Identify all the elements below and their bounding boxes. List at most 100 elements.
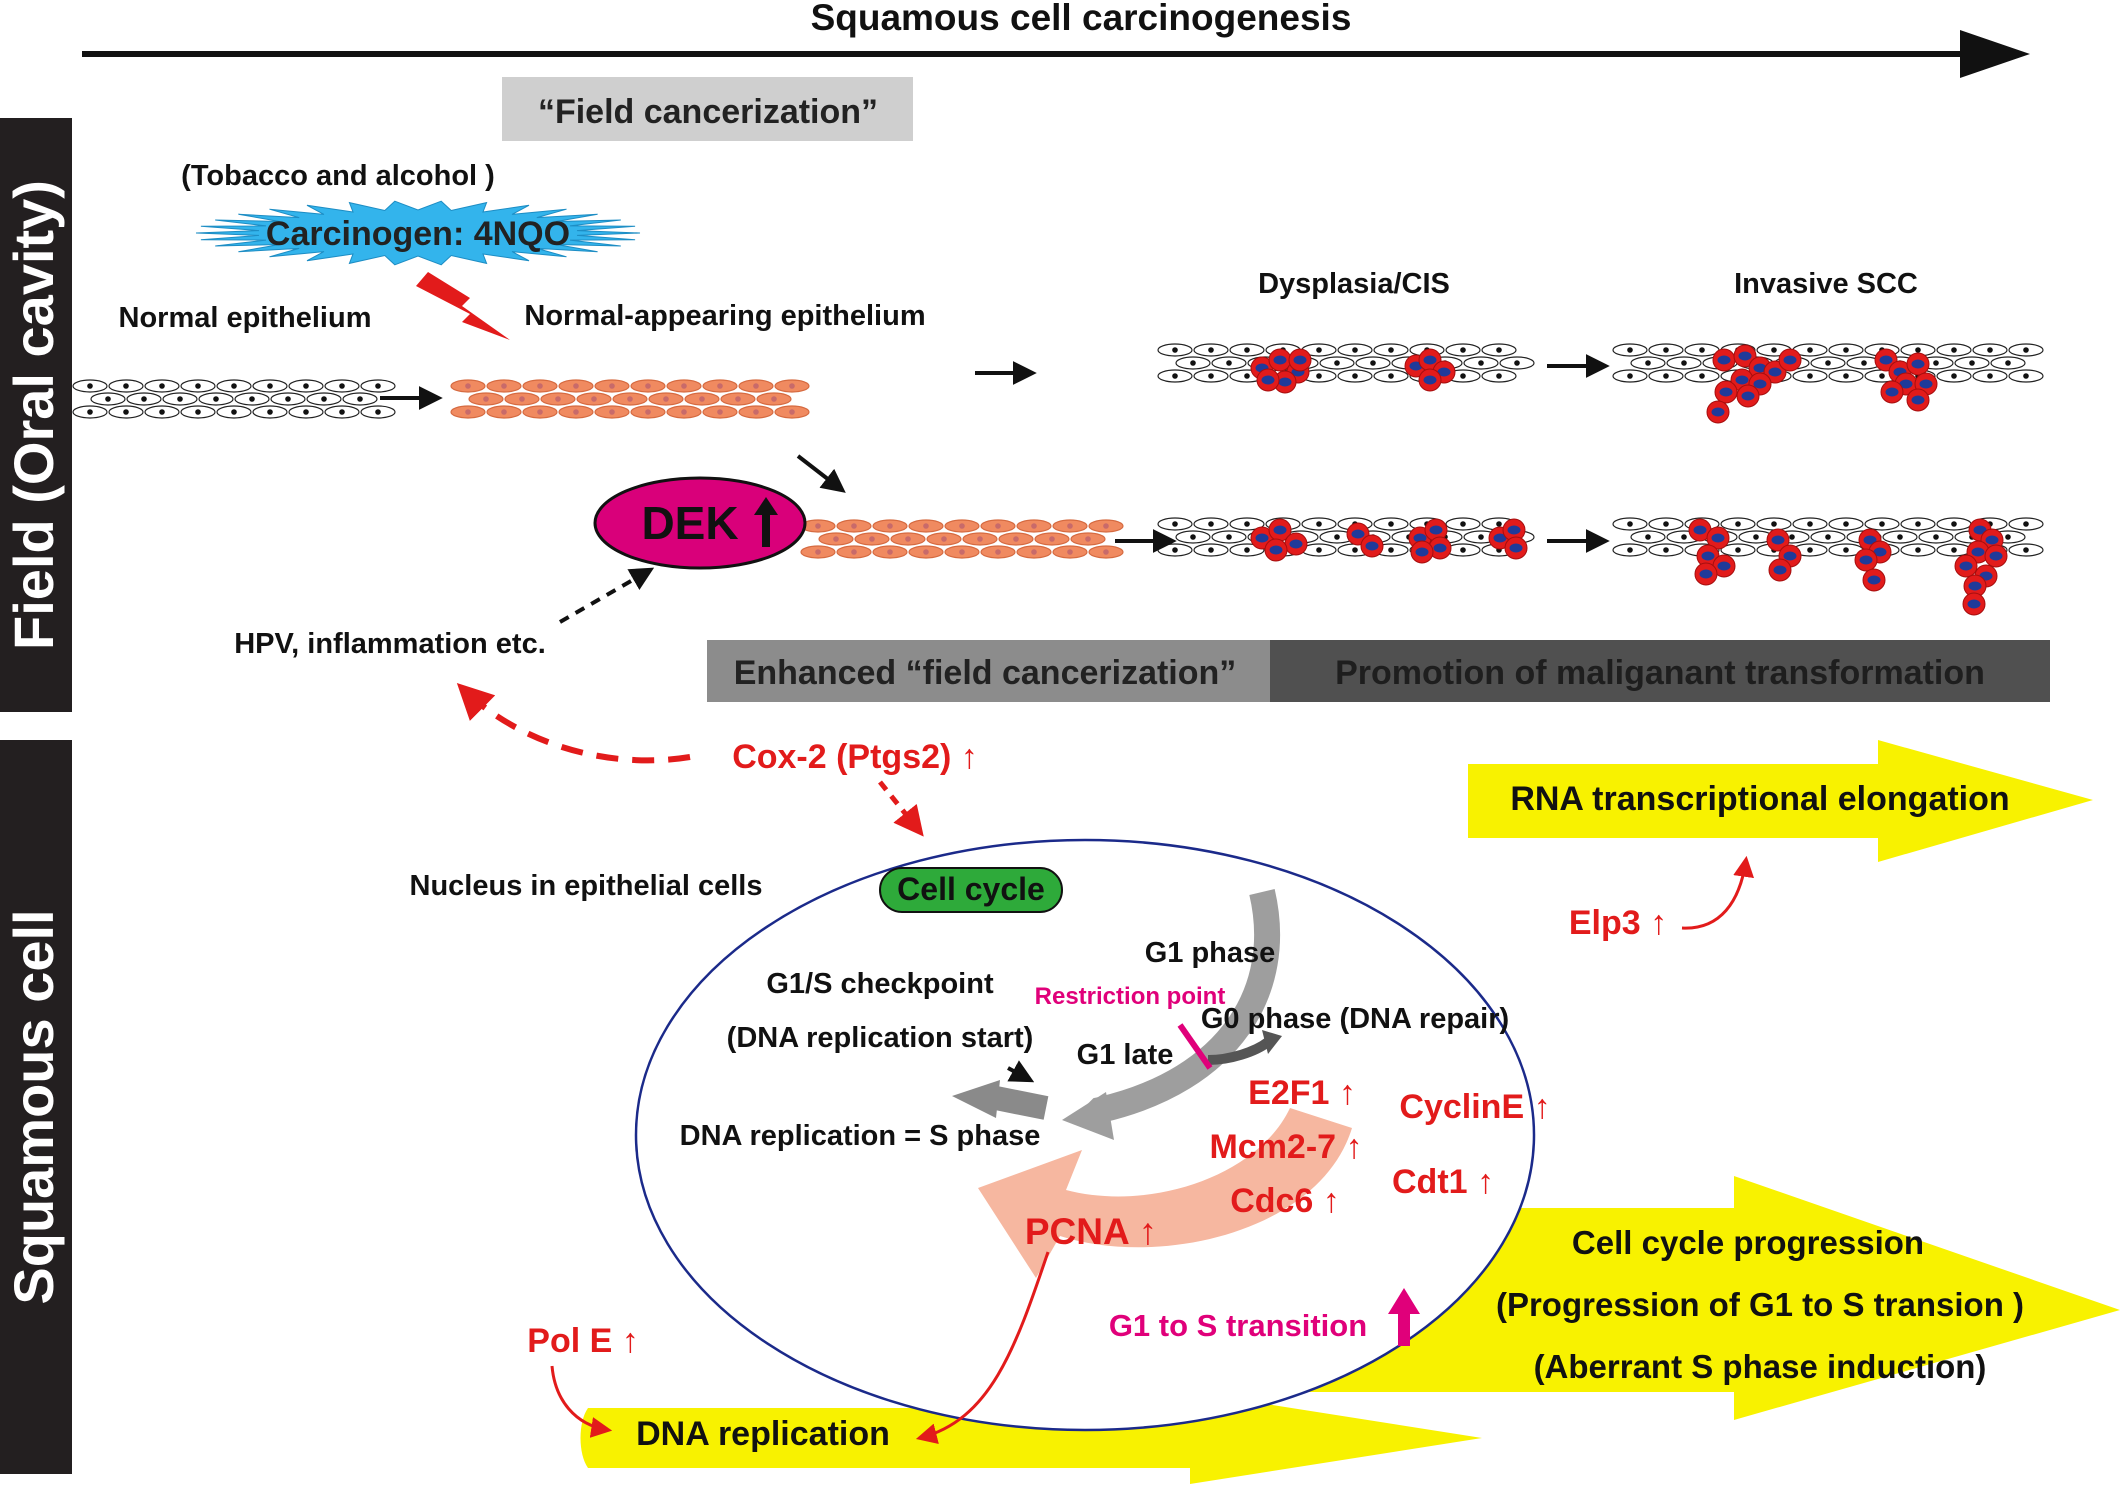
- cell-nucleus-icon: [2023, 521, 2029, 527]
- cell-nucleus-icon: [1031, 523, 1037, 529]
- cell-nucleus-icon: [717, 409, 723, 415]
- s-phase-arrowhead-icon: [952, 1080, 1000, 1118]
- cell-nucleus-icon: [1735, 521, 1741, 527]
- cell-nucleus-icon: [1388, 347, 1394, 353]
- tumor-nucleus-icon: [1919, 379, 1933, 389]
- cell-nucleus-icon: [375, 409, 381, 415]
- cell-nucleus-icon: [1388, 373, 1394, 379]
- carcinogen-name: Carcinogen: 4NQO: [266, 215, 570, 253]
- tumor-nucleus-icon: [1741, 391, 1755, 401]
- cell-nucleus-icon: [833, 536, 839, 542]
- cell-nucleus-icon: [1915, 521, 1921, 527]
- g1-cycle-arrowhead-icon: [1062, 1092, 1114, 1140]
- cell-nucleus-icon: [465, 383, 471, 389]
- field-cancerization-label: “Field cancerization”: [538, 93, 878, 131]
- cell-nucleus-icon: [1388, 547, 1394, 553]
- tumor-nucleus-icon: [1911, 395, 1925, 405]
- cell-nucleus-icon: [1190, 360, 1196, 366]
- cell-nucleus-icon: [1933, 534, 1939, 540]
- cell-nucleus-icon: [1496, 521, 1502, 527]
- tumor-nucleus-icon: [1719, 387, 1733, 397]
- s-phase-label: DNA replication = S phase: [680, 1120, 1041, 1152]
- tumor-nucleus-icon: [1738, 351, 1752, 361]
- cell-nucleus-icon: [1244, 547, 1250, 553]
- cell-nucleus-icon: [591, 396, 597, 402]
- cell-nucleus-icon: [887, 523, 893, 529]
- gene-pcna: PCNA ↑: [1025, 1211, 1157, 1252]
- cell-nucleus-icon: [923, 523, 929, 529]
- banner-right-label: Promotion of maliganant transformation: [1335, 654, 1985, 692]
- gene-mcm: Mcm2-7 ↑: [1209, 1128, 1362, 1166]
- cell-nucleus-icon: [483, 396, 489, 402]
- nucleus-label: Nucleus in epithelial cells: [410, 870, 763, 902]
- cell-nucleus-icon: [285, 396, 291, 402]
- side-label-cell: Squamous cell: [2, 909, 65, 1304]
- g1s-checkpoint-label: G1/S checkpoint: [766, 968, 994, 1000]
- cell-nucleus-icon: [1663, 547, 1669, 553]
- banner-left-box: [707, 640, 1270, 702]
- cell-nucleus-icon: [1316, 547, 1322, 553]
- cell-nucleus-icon: [1951, 547, 1957, 553]
- cell-nucleus-icon: [1172, 347, 1178, 353]
- cell-nucleus-icon: [995, 549, 1001, 555]
- cell-nucleus-icon: [1388, 521, 1394, 527]
- tumor-nucleus-icon: [1693, 525, 1707, 535]
- side-band-field: [0, 118, 72, 712]
- cell-cycle-pill: [879, 867, 1063, 913]
- cell-nucleus-icon: [1244, 521, 1250, 527]
- dashed-arrow-icon: [878, 780, 924, 837]
- cell-nucleus-icon: [1208, 547, 1214, 553]
- cell-nucleus-icon: [1681, 360, 1687, 366]
- cell-nucleus-icon: [1244, 373, 1250, 379]
- side-label-field: Field (Oral cavity): [2, 180, 65, 650]
- tumor-nucleus-icon: [1351, 529, 1365, 539]
- cell-nucleus-icon: [1103, 549, 1109, 555]
- tumor-nucleus-icon: [1773, 565, 1787, 575]
- cell-nucleus-icon: [869, 536, 875, 542]
- cell-nucleus-icon: [1771, 347, 1777, 353]
- cell-nucleus-icon: [923, 549, 929, 555]
- cell-nucleus-icon: [1915, 547, 1921, 553]
- g1-to-s-label: G1 to S transition: [1109, 1308, 1367, 1343]
- cell-nucleus-icon: [815, 523, 821, 529]
- cell-nucleus-icon: [1825, 360, 1831, 366]
- cell-nucleus-icon: [1843, 373, 1849, 379]
- tumor-nucleus-icon: [1863, 535, 1877, 545]
- cell-nucleus-icon: [815, 549, 821, 555]
- tumor-nucleus-icon: [1429, 525, 1443, 535]
- g0-arrowhead-icon: [1262, 1030, 1282, 1054]
- cell-nucleus-icon: [465, 409, 471, 415]
- tumor-nucleus-icon: [1365, 541, 1379, 551]
- cell-nucleus-icon: [1334, 534, 1340, 540]
- cell-nucleus-icon: [1208, 373, 1214, 379]
- dna-replication-label: DNA replication: [636, 1415, 890, 1453]
- tumor-nucleus-icon: [1783, 551, 1797, 561]
- tumor-nucleus-icon: [1735, 375, 1749, 385]
- cell-nucleus-icon: [789, 383, 795, 389]
- dashed-arrow-icon: [558, 567, 655, 624]
- cell-nucleus-icon: [1987, 373, 1993, 379]
- cell-nucleus-icon: [1645, 534, 1651, 540]
- tumor-nucleus-icon: [1768, 367, 1782, 377]
- tumor-nucleus-icon: [1959, 561, 1973, 571]
- cell-nucleus-icon: [303, 409, 309, 415]
- tumor-nucleus-icon: [1968, 581, 1982, 591]
- cell-nucleus-icon: [1933, 360, 1939, 366]
- cell-nucleus-icon: [339, 409, 345, 415]
- cell-nucleus-icon: [1969, 360, 1975, 366]
- cell-nucleus-icon: [231, 409, 237, 415]
- rna-elongation-label: RNA transcriptional elongation: [1510, 780, 2009, 818]
- stage-normal-appearing-label: Normal-appearing epithelium: [524, 300, 925, 332]
- stage-normal-label: Normal epithelium: [119, 302, 372, 334]
- tumor-nucleus-icon: [1507, 525, 1521, 535]
- tumor-nucleus-icon: [1701, 551, 1715, 561]
- cell-sheet-icon: [1157, 517, 1535, 557]
- cell-nucleus-icon: [573, 409, 579, 415]
- dashed-arrow-icon: [456, 682, 691, 764]
- tumor-nucleus-icon: [1873, 547, 1887, 557]
- g1-phase-label: G1 phase: [1145, 937, 1276, 969]
- cell-sheet-icon: [800, 519, 1124, 559]
- tumor-nucleus-icon: [1967, 599, 1981, 609]
